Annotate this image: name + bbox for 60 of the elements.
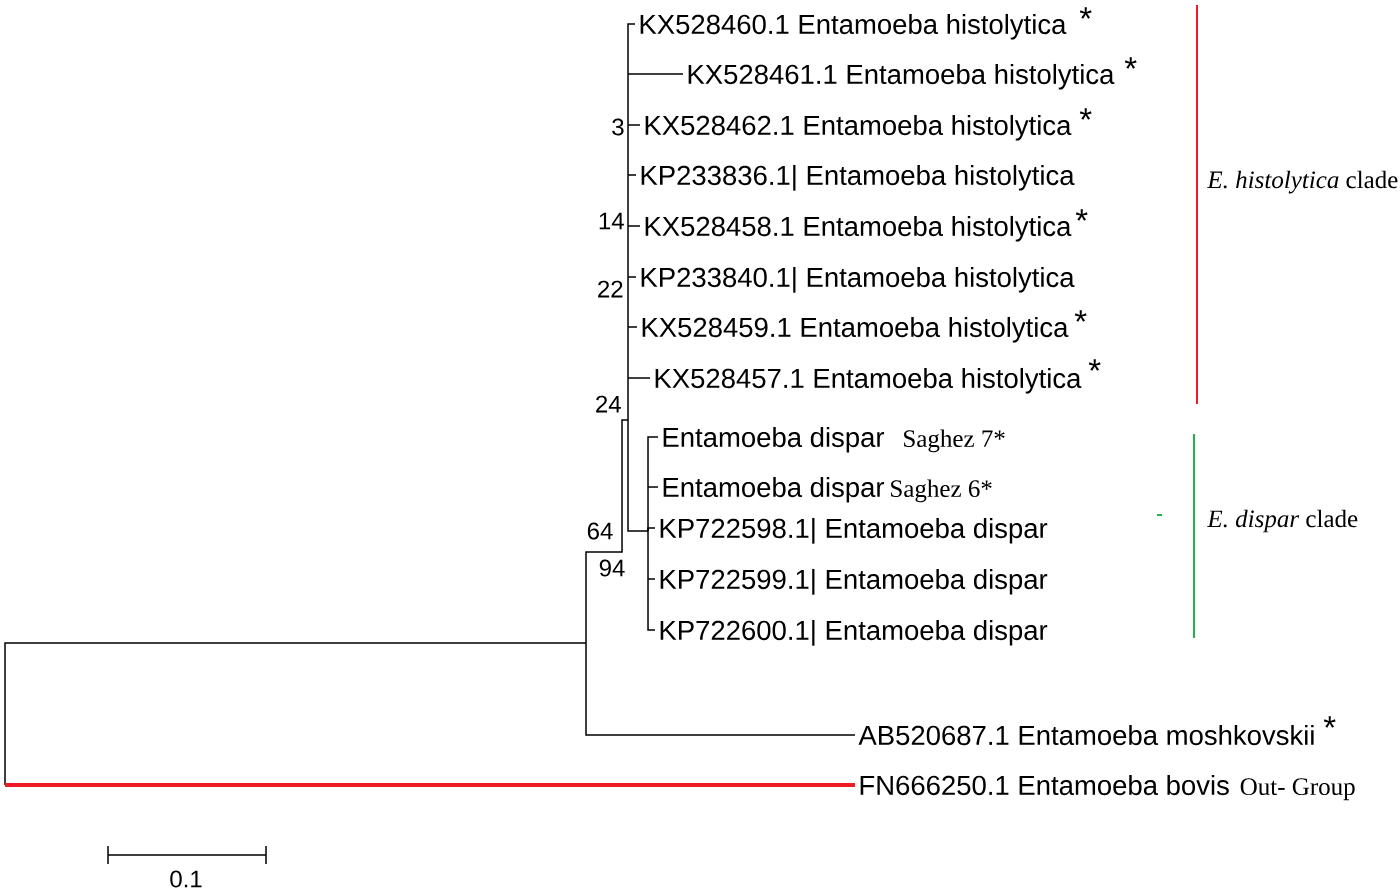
tree-branch (4, 642, 587, 786)
sequence-label: KP722599.1| Entamoeba dispar (660, 568, 1048, 595)
tree-branch (627, 225, 641, 227)
asterisk: * (1124, 57, 1137, 69)
asterisk: * (1323, 716, 1336, 728)
tree-branch (5, 783, 855, 787)
sequence-label: Entamoeba dispar (663, 426, 885, 453)
tree-branch (627, 174, 637, 176)
asterisk: * (1088, 359, 1101, 371)
sequence-label: KX528462.1 Entamoeba histolytica (645, 114, 1072, 141)
tree-branch (627, 73, 629, 126)
tree-branch (647, 436, 659, 488)
clade-label: E. histolytica clade (1207, 170, 1398, 194)
strain-label: Saghez 7* (904, 429, 1005, 453)
clade-label: E. dispar clade (1207, 509, 1358, 533)
asterisk: * (1075, 209, 1088, 221)
sequence-label: KX528461.1 Entamoeba histolytica (688, 63, 1115, 90)
scale-label: 0.1 (170, 870, 202, 888)
sequence-label: KX528458.1 Entamoeba histolytica (645, 215, 1072, 242)
tree-branch (647, 486, 659, 488)
sequence-label: Entamoeba dispar (663, 476, 885, 503)
tree-branch (647, 527, 656, 532)
sequence-label: AB520687.1 Entamoeba moshkovskii (858, 724, 1314, 746)
sequence-label: KX528457.1 Entamoeba histolytica (655, 367, 1082, 394)
sequence-label: KP722600.1| Entamoeba dispar (660, 619, 1048, 646)
tree-branch (585, 419, 629, 644)
sequence-label: FN666250.1 Entamoeba bovis (860, 774, 1229, 796)
strain-label: Saghez 6* (891, 479, 992, 503)
tree-branch (627, 326, 638, 328)
tree-branch (647, 578, 656, 580)
tree-branch (647, 530, 649, 580)
sequence-label: KP233836.1| Entamoeba histolytica (641, 164, 1075, 191)
tree-branch (627, 326, 629, 379)
asterisk: * (1079, 7, 1092, 19)
sequence-label: KP722598.1| Entamoeba dispar (660, 517, 1048, 544)
tree-branch (627, 73, 684, 75)
tree-branch (627, 276, 637, 278)
sequence-label: KX528459.1 Entamoeba histolytica (642, 316, 1069, 343)
bootstrap-value: 94 (599, 559, 625, 577)
bootstrap-value: 3 (612, 118, 624, 136)
bootstrap-value: 22 (598, 280, 623, 298)
tree-branch (647, 578, 656, 631)
tree-branch (627, 124, 629, 176)
tree-branch (627, 377, 651, 379)
bootstrap-value: 64 (587, 522, 613, 540)
tree-branch (627, 23, 636, 75)
bootstrap-value: 14 (599, 212, 624, 230)
tree-branch (627, 419, 649, 532)
bootstrap-value: 24 (596, 395, 621, 413)
sequence-label: KP233840.1| Entamoeba histolytica (641, 266, 1075, 293)
asterisk: * (1074, 310, 1087, 322)
tree-branch (627, 174, 629, 227)
sequence-label: KX528460.1 Entamoeba histolytica (640, 13, 1067, 40)
tree-branch (585, 642, 856, 736)
asterisk: * (1079, 108, 1092, 120)
tree-branch (627, 276, 629, 328)
tree-branch (627, 377, 629, 421)
outgroup-label: Out- Group (1240, 778, 1355, 801)
tree-branch (627, 124, 641, 126)
tree-branch (627, 225, 629, 278)
